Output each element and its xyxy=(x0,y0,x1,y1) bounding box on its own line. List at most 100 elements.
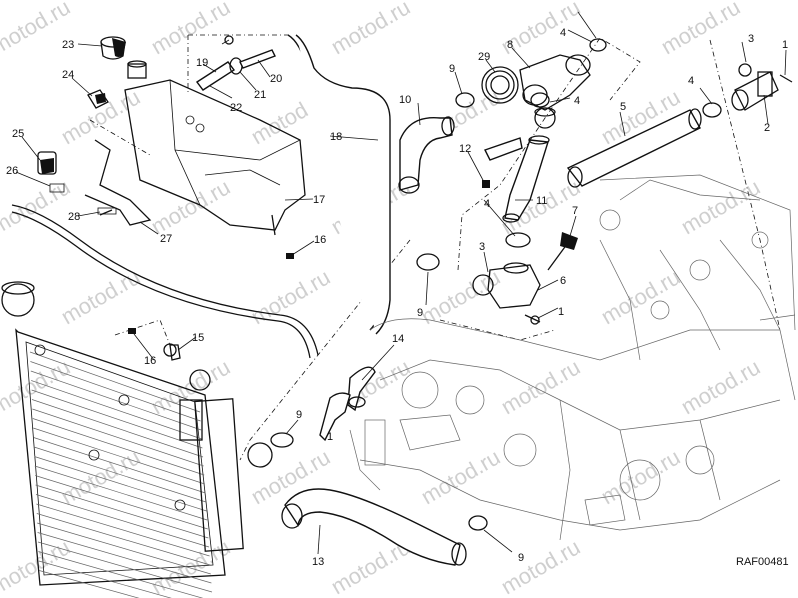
watermark-text: motod.ru xyxy=(417,264,505,329)
expansion-tank xyxy=(124,60,306,236)
water-outlet-fitting xyxy=(472,232,578,309)
radiator-fin xyxy=(36,513,211,566)
assembly-outlines xyxy=(89,34,781,461)
radiator-fin xyxy=(36,503,210,557)
callout-11: 11 xyxy=(536,195,547,207)
callout-6: 6 xyxy=(560,275,566,287)
callout-9: 9 xyxy=(449,63,455,75)
radiator-fin xyxy=(33,437,206,494)
overflow-hose xyxy=(287,34,391,335)
callout-25: 25 xyxy=(12,128,24,140)
callout-3: 3 xyxy=(479,241,485,253)
radiator-fin xyxy=(39,570,140,598)
radiator-fin xyxy=(31,389,203,449)
callout-8: 8 xyxy=(507,39,513,51)
watermark-text: motod.ru xyxy=(417,444,505,509)
callout-9: 9 xyxy=(417,307,423,319)
watermark-text: motod.ru xyxy=(147,0,235,59)
watermark-text: motod.ru xyxy=(597,444,685,509)
callout-20: 20 xyxy=(270,73,282,85)
radiator-fin xyxy=(30,361,201,422)
callout-10: 10 xyxy=(399,94,411,106)
callout-19: 19 xyxy=(196,57,208,69)
callout-23: 23 xyxy=(62,39,74,51)
radiator-fin xyxy=(30,370,202,431)
crossover-hose xyxy=(566,108,702,188)
callout-7: 7 xyxy=(572,205,578,217)
watermark-text: motod.ru xyxy=(677,174,765,239)
watermark-text: motod.ru xyxy=(657,0,745,59)
radiator-fin xyxy=(31,399,204,458)
callout-4: 4 xyxy=(484,198,490,210)
bleed-hose xyxy=(11,204,319,359)
leader-lines xyxy=(15,11,787,555)
radiator-fin xyxy=(37,541,213,593)
callout-9: 9 xyxy=(518,552,524,564)
callout-15: 15 xyxy=(192,332,204,344)
radiator-fin xyxy=(35,494,210,548)
callout-4: 4 xyxy=(574,95,580,107)
watermark-text: motod.ru xyxy=(497,534,585,598)
radiator-fin xyxy=(35,484,209,539)
callout-24: 24 xyxy=(62,69,74,81)
callout-1: 1 xyxy=(327,431,333,443)
tank-cap xyxy=(100,36,126,60)
watermark-text: motod.ru xyxy=(57,264,145,329)
callout-4: 4 xyxy=(688,75,694,87)
callout-16: 16 xyxy=(314,234,326,246)
radiator-fin xyxy=(37,522,211,575)
callout-16: 16 xyxy=(144,355,156,367)
upper-hose xyxy=(398,116,455,194)
callout-18: 18 xyxy=(330,131,342,143)
callout-12: 12 xyxy=(459,143,471,155)
drawing-code: RAF00481 xyxy=(736,556,789,568)
radiator-fin xyxy=(33,427,205,485)
watermark-text: motod.ru xyxy=(597,264,685,329)
callout-27: 27 xyxy=(160,233,172,245)
callout-17: 17 xyxy=(313,194,325,206)
lower-hose xyxy=(281,488,467,566)
callout-3: 3 xyxy=(748,33,754,45)
radiator-fin xyxy=(32,408,204,467)
tank-fittings xyxy=(37,89,152,226)
radiator-fin xyxy=(35,475,208,530)
hose-clips xyxy=(128,180,541,361)
callout-14: 14 xyxy=(392,333,404,345)
callout-5: 5 xyxy=(620,101,626,113)
watermark-text: motod.ru xyxy=(0,534,74,598)
callout-2: 2 xyxy=(764,122,770,134)
radiator-fin xyxy=(34,465,208,521)
radiator-fin xyxy=(34,456,207,512)
callout-26: 26 xyxy=(6,165,18,177)
radiator-fin xyxy=(31,380,202,440)
radiator-fin xyxy=(37,532,212,584)
watermark-text: motod.ru xyxy=(497,354,585,419)
radiator-fin xyxy=(29,351,201,413)
callout-4: 4 xyxy=(560,27,566,39)
watermark-text: motod.ru xyxy=(327,0,415,59)
radiator-fin xyxy=(38,551,204,598)
bypass-hose xyxy=(319,366,376,442)
thermostat-housing xyxy=(485,54,591,129)
radiator-fin xyxy=(38,560,172,598)
callout-28: 28 xyxy=(68,211,80,223)
watermark-text: motod.ru xyxy=(247,264,335,329)
radiator xyxy=(1,281,244,598)
radiator-fin xyxy=(32,418,205,476)
callout-9: 9 xyxy=(296,409,302,421)
watermark-text: motod.ru xyxy=(677,354,765,419)
callout-21: 21 xyxy=(254,89,266,101)
callout-29: 29 xyxy=(478,51,490,63)
callout-1: 1 xyxy=(558,306,564,318)
engine-block xyxy=(349,174,796,541)
small-hoses xyxy=(195,35,276,91)
callout-labels: 1 1 1 2 3 3 4 4 4 4 5 6 7 8 9 9 9 9 10 1… xyxy=(6,27,788,568)
hose-clamps xyxy=(247,38,722,531)
callout-22: 22 xyxy=(230,102,242,114)
watermark-text: motod.ru xyxy=(147,354,235,419)
radiator-fin xyxy=(33,446,207,503)
callout-13: 13 xyxy=(312,556,324,568)
callout-1: 1 xyxy=(782,39,788,51)
hose-union xyxy=(731,63,793,111)
